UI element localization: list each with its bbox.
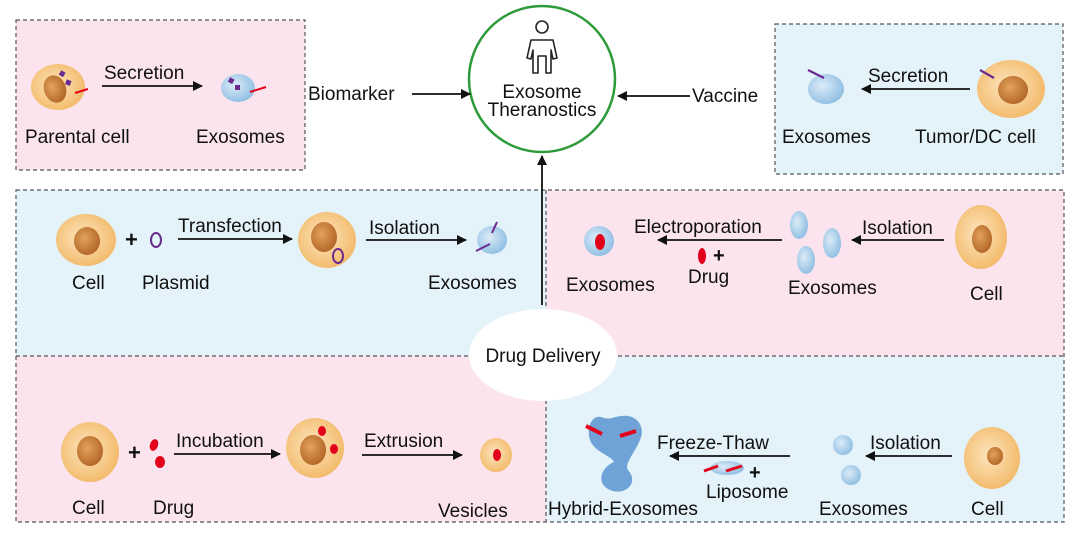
vesicles-label: Vesicles xyxy=(438,501,508,522)
freeze-thaw-plus: + xyxy=(749,462,761,484)
liposome-icon xyxy=(703,461,744,475)
loaded-exosome-icon xyxy=(584,226,614,256)
electroporation-isolation-label: Isolation xyxy=(862,218,933,239)
vaccine-label: Vaccine xyxy=(692,86,758,107)
hybrid-exosomes-label: Hybrid-Exosomes xyxy=(548,499,698,520)
transfection-plus: + xyxy=(125,227,138,252)
incubation-plus: + xyxy=(128,440,141,465)
transfected-cell-icon xyxy=(298,212,356,268)
electroporation-cell-label: Cell xyxy=(970,284,1003,305)
incubation-cell-label: Cell xyxy=(72,498,105,519)
incubation-drug-label: Drug xyxy=(153,498,194,519)
biomarker-label: Biomarker xyxy=(308,84,395,105)
incubation-label: Incubation xyxy=(176,431,264,452)
freeze-thaw-cell-icon xyxy=(964,427,1020,489)
electroporation-exosomes-mid-label: Exosomes xyxy=(788,278,877,299)
electroporation-drug-icon xyxy=(698,248,706,264)
incubation-cell-icon xyxy=(61,422,119,482)
plasmid-label: Plasmid xyxy=(142,273,210,294)
tumor-dc-cell-label: Tumor/DC cell xyxy=(915,127,1036,148)
parental-cell-label: Parental cell xyxy=(25,127,130,148)
transfection-cell-icon xyxy=(56,214,116,266)
electroporation-label: Electroporation xyxy=(634,217,762,238)
liposome-label: Liposome xyxy=(706,482,788,503)
parental-cell-icon xyxy=(31,64,89,110)
drug-loaded-cell-icon xyxy=(286,418,344,478)
electroporation-exosomes-left-label: Exosomes xyxy=(566,275,655,296)
theranostics-center: Exosome Theranostics xyxy=(467,4,617,154)
vaccine-exosome-icon xyxy=(807,69,844,104)
electroporation-exosomes-icon xyxy=(790,211,841,274)
biomarker-exosomes-label: Exosomes xyxy=(196,127,285,148)
drug-delivery-label: Drug Delivery xyxy=(485,346,601,367)
transfection-exosome-icon xyxy=(475,221,507,254)
transfection-label: Transfection xyxy=(178,216,282,237)
person-icon xyxy=(526,20,558,74)
biomarker-exosome-icon xyxy=(221,74,267,102)
center-title-line1: Exosome xyxy=(502,82,581,103)
electroporation-plus: + xyxy=(713,245,725,267)
freeze-thaw-label: Freeze-Thaw xyxy=(657,433,769,454)
transfection-cell-label: Cell xyxy=(72,273,105,294)
electroporation-drug-label: Drug xyxy=(688,267,729,288)
center-title-line2: Theranostics xyxy=(488,100,597,121)
vaccine-secretion-label: Secretion xyxy=(868,66,948,87)
freeze-thaw-cell-label: Cell xyxy=(971,499,1004,520)
transfection-exosomes-label: Exosomes xyxy=(428,273,517,294)
freeze-thaw-isolation-label: Isolation xyxy=(870,433,941,454)
drug-delivery-hub: Drug Delivery xyxy=(469,309,617,401)
vaccine-exosomes-label: Exosomes xyxy=(782,127,871,148)
freeze-thaw-exosomes-icon xyxy=(833,435,861,485)
biomarker-secretion-label: Secretion xyxy=(104,63,184,84)
freeze-thaw-exosomes-label: Exosomes xyxy=(819,499,908,520)
transfection-isolation-label: Isolation xyxy=(369,218,440,239)
incubation-drug-icon xyxy=(149,439,165,468)
hybrid-exosome-icon xyxy=(585,415,642,492)
plasmid-icon xyxy=(150,232,162,248)
tumor-dc-cell-icon xyxy=(977,60,1045,118)
extrusion-label: Extrusion xyxy=(364,431,443,452)
vesicle-icon xyxy=(480,438,512,472)
transfection-panel xyxy=(16,190,546,356)
electroporation-cell-icon xyxy=(955,205,1007,269)
